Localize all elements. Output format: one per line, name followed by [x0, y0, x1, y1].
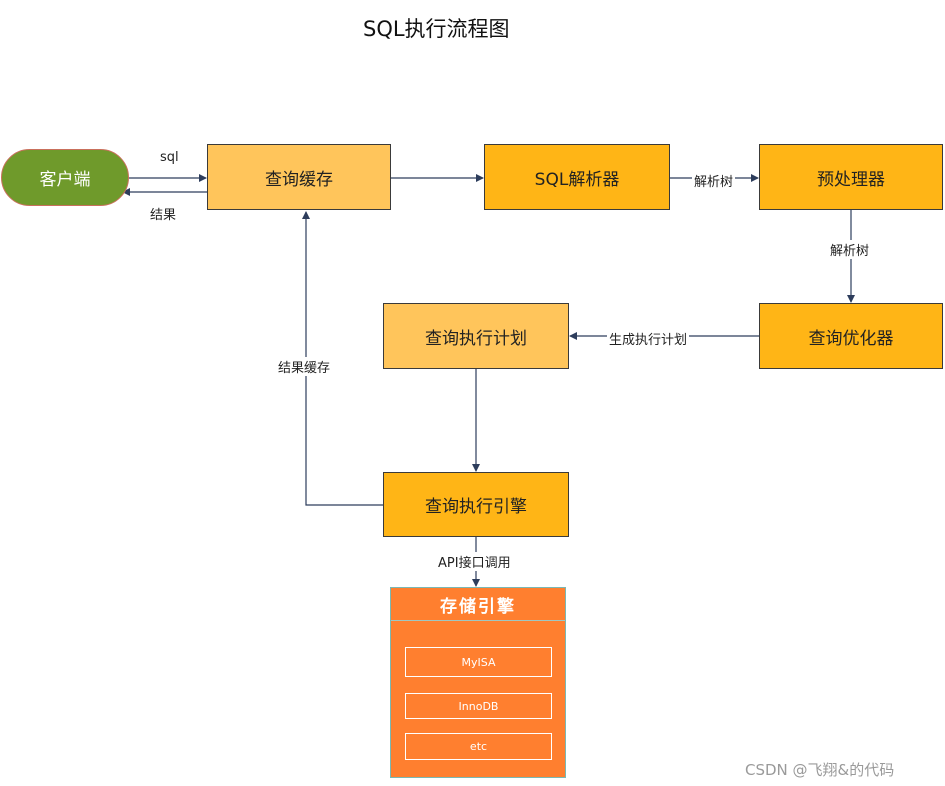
engine-item-myisam: MyISA: [405, 647, 552, 677]
edge-label-result: 结果: [150, 208, 177, 223]
preprocessor-node: 预处理器: [759, 144, 943, 210]
execution-engine-node: 查询执行引擎: [383, 472, 569, 537]
storage-engine-title: 存储引擎: [391, 588, 565, 621]
execution-plan-node: 查询执行计划: [383, 303, 569, 369]
edge-label-parse-tree-2: 解析树: [828, 240, 872, 259]
client-node: 客户端: [1, 149, 129, 206]
storage-engine-panel: 存储引擎 MyISA InnoDB etc: [390, 587, 566, 778]
edge-label-api-call: API接口调用: [436, 552, 513, 571]
arrow-engine-to-cache: [302, 211, 384, 506]
diagram-title: SQL执行流程图: [363, 17, 510, 41]
edge-label-generate-plan: 生成执行计划: [607, 329, 690, 348]
query-optimizer-node: 查询优化器: [759, 303, 943, 369]
engine-item-etc: etc: [405, 733, 552, 760]
edge-label-result-cache: 结果缓存: [276, 357, 333, 376]
engine-item-innodb: InnoDB: [405, 693, 552, 719]
edge-label-parse-tree-1: 解析树: [692, 171, 736, 190]
sql-parser-node: SQL解析器: [484, 144, 670, 210]
edge-label-sql: sql: [160, 150, 179, 165]
query-cache-node: 查询缓存: [207, 144, 391, 210]
watermark: CSDN @飞翔&的代码: [745, 761, 895, 779]
